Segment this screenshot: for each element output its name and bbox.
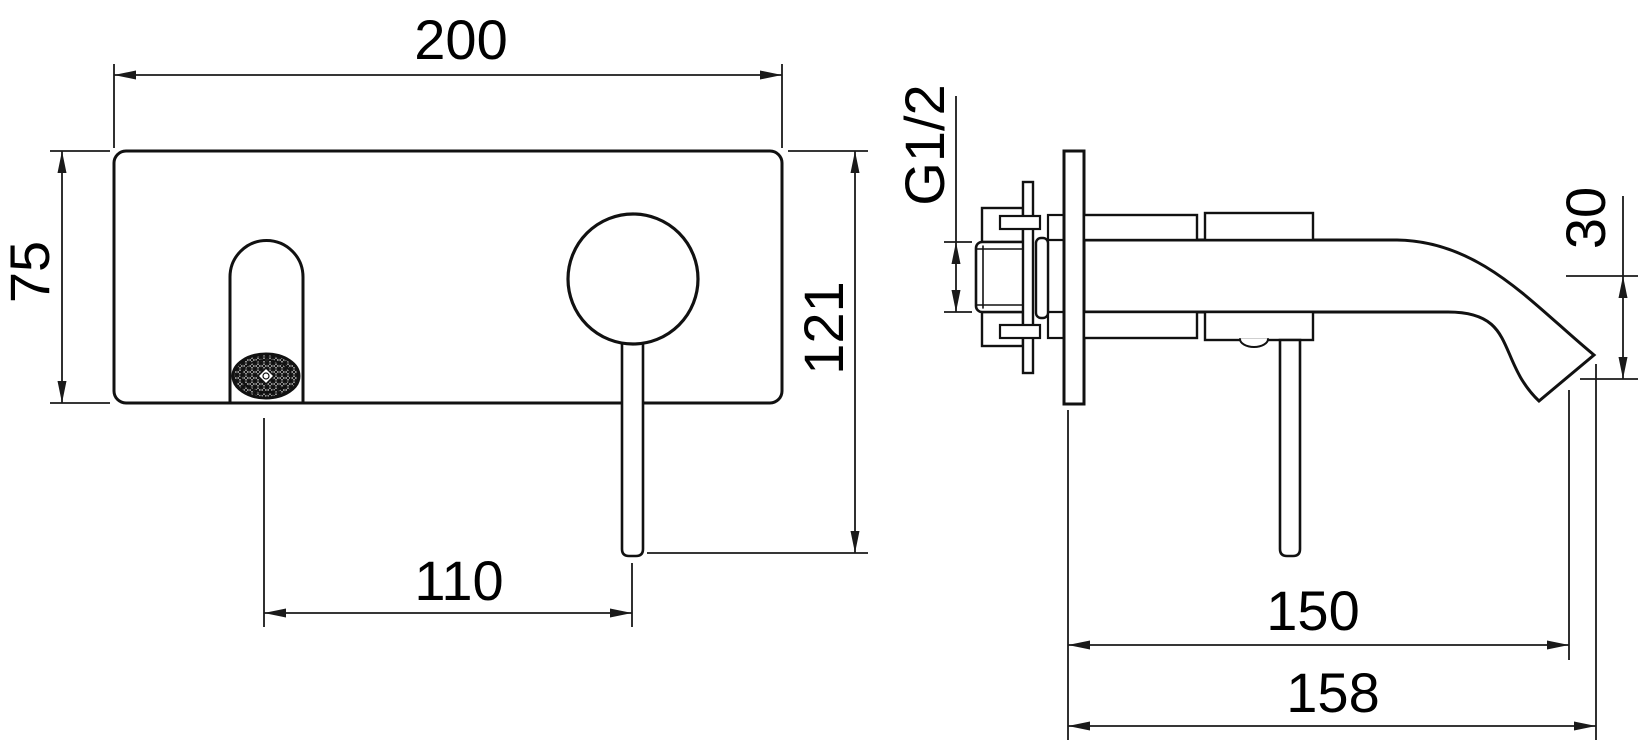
label-plate-width: 200 [414,8,507,71]
dim-outlet-drop [1566,196,1638,380]
label-total-height: 121 [792,281,855,374]
label-spout-handle-distance: 110 [414,549,503,612]
flange-plate [1021,180,1035,375]
side-view [974,149,1597,558]
dim-total-height [647,150,868,554]
dim-thread [944,96,972,313]
dim-total-reach [1068,364,1597,740]
label-outlet-drop: 30 [1554,187,1617,249]
spout-tube [1082,238,1597,404]
front-handle-disc [566,212,700,346]
side-view-dimensions [944,96,1638,740]
dim-reach [1067,390,1570,740]
body-sleeve-top [1082,213,1199,242]
body-collar-bottom [1203,310,1315,342]
seal-ring [1034,236,1050,320]
wall-sleeve [1046,213,1067,340]
front-view [112,149,784,558]
dim-plate-height [50,150,110,404]
side-wall-plate [1062,149,1086,406]
side-lever-rod [1278,338,1302,558]
front-spout [228,239,305,404]
dim-plate-width [113,64,783,148]
thread-stub [974,240,1030,314]
label-reach: 150 [1266,579,1359,642]
body-sleeve-bottom [1082,310,1199,340]
front-view-dimensions [50,64,868,627]
set-screw-dome [1239,338,1269,348]
nut-lug-lower [998,323,1042,340]
nut-lug-upper [998,214,1042,231]
body-collar-top [1203,211,1315,242]
label-total-reach: 158 [1286,661,1379,724]
front-lever-rod [620,328,645,558]
dim-spout-handle-distance [263,418,633,627]
aerator-icon [231,352,301,400]
label-thread-size: G1/2 [893,84,956,205]
label-plate-height: 75 [0,241,61,303]
